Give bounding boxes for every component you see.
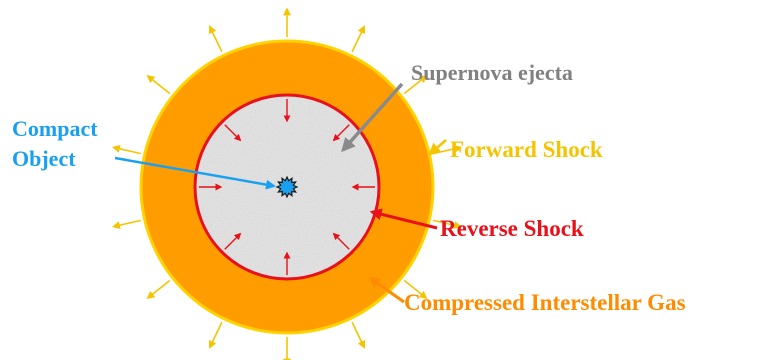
reverse-shock-arrow [332,232,350,250]
reverse-shock-arrow [332,124,350,142]
forward-shock-arrow [403,75,428,95]
forward-shock-arrow [146,279,171,299]
compact-object-icon [275,175,299,199]
compact-object-pointer-arrow [114,156,276,190]
forward-shock-arrows [111,7,463,360]
reverse-shock-arrow [224,124,242,142]
forward-shock-arrow [351,321,366,349]
reverse-shock-arrows [199,99,375,275]
compact-object-label-line2: Object [12,146,76,171]
reverse-shock-ring [193,93,381,281]
forward-shock-arrow [208,25,223,53]
reverse-shock-pointer-arrow [369,208,438,230]
forward-shock-arrow [433,219,463,230]
reverse-shock-arrow [224,232,242,250]
forward-shock-arrow [146,75,171,95]
ejecta-pointer-arrow [341,82,404,153]
supernova-ejecta-label: Supernova ejecta [411,60,573,85]
compact-object-label-line1: Compact [12,116,98,141]
compressed-gas-pointer-arrow [368,276,405,304]
forward-shock-label: Forward Shock [450,137,603,162]
forward-shock-arrow [208,321,223,349]
forward-shock-arrow [111,219,141,230]
forward-shock-arrow [351,25,366,53]
forward-shock-arrow [111,144,141,155]
forward-shock-arrow [403,279,428,299]
forward-shock-pointer-arrow [428,139,447,156]
compressed-gas-label: Compressed Interstellar Gas [404,290,686,315]
reverse-shock-label: Reverse Shock [440,216,584,241]
